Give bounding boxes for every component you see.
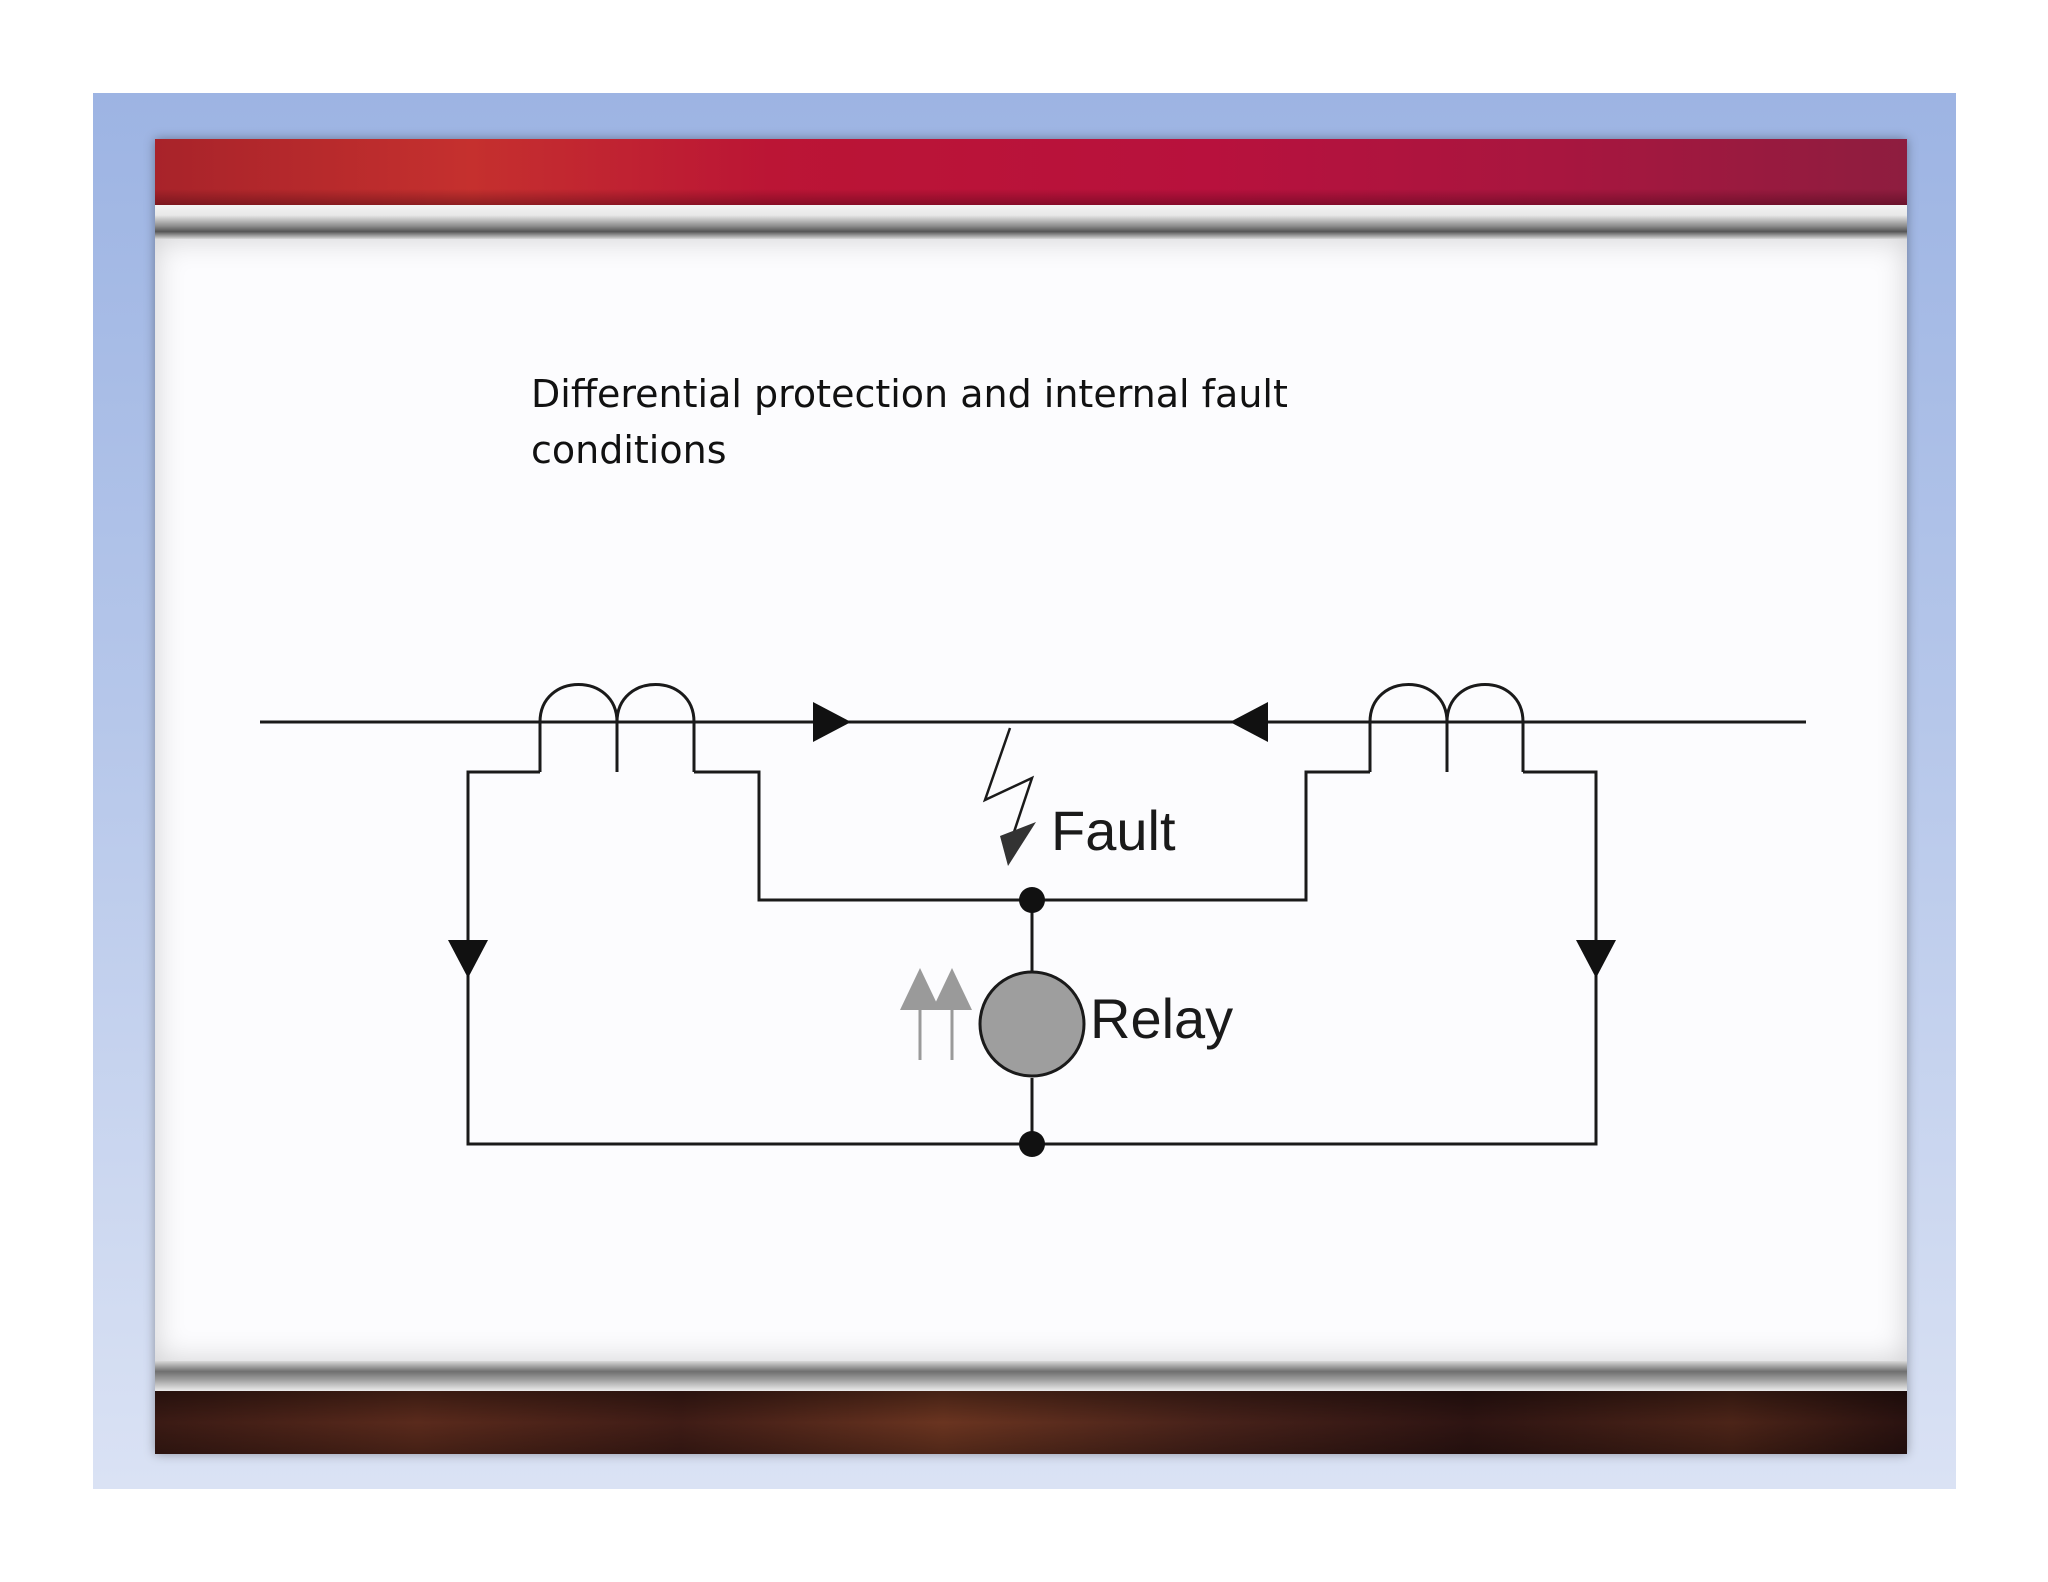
footer-rule (155, 1361, 1907, 1391)
left-outer-wire (466, 770, 1032, 1146)
relay-label: Relay (1090, 987, 1233, 1050)
slide-title: Differential protection and internal fau… (531, 372, 1288, 472)
right-inner-wire (1032, 770, 1370, 902)
fault-arrow-icon (1000, 822, 1036, 866)
left-inner-wire (694, 770, 1032, 902)
bottom-junction-dot (1019, 1131, 1045, 1157)
fault-label: Fault (1051, 799, 1176, 862)
slide-content-area (155, 239, 1907, 1361)
right-down-arrow-icon (1576, 940, 1616, 978)
header-rule (155, 205, 1907, 239)
current-arrow-left-icon (1230, 702, 1268, 742)
top-junction-dot (1019, 887, 1045, 913)
current-arrow-right-icon (813, 702, 851, 742)
slide (155, 139, 1907, 1454)
header-band (155, 139, 1907, 205)
footer-band (155, 1391, 1907, 1454)
relay-icon (978, 970, 1086, 1078)
fault-lightning-icon (982, 727, 1035, 839)
operating-current-arrows-icon (900, 968, 972, 1060)
left-down-arrow-icon (448, 940, 488, 978)
